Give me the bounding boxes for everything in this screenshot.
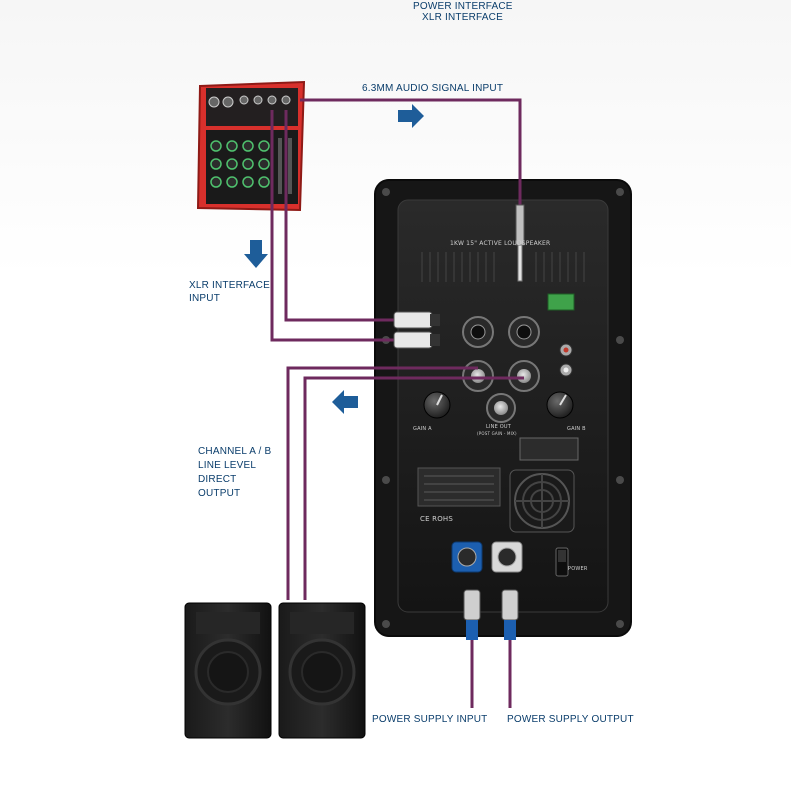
channel-ab-label-line4: OUTPUT	[198, 488, 241, 499]
power-interface-label: POWER INTERFACE	[413, 1, 513, 12]
line-out-label: LINE OUT	[486, 424, 511, 430]
signal-cables	[270, 98, 524, 708]
terminal-block	[547, 293, 575, 311]
cooling-fan	[509, 469, 575, 533]
rca-jacks	[559, 343, 573, 377]
line-out-sub-label: (POST GAIN - MIX)	[477, 431, 517, 436]
arrow-left-icon	[332, 390, 358, 414]
jack-plug	[515, 204, 525, 282]
module-title: 1KW 15" ACTIVE LOUDSPEAKER	[450, 240, 551, 247]
channel-ab-label-line1: CHANNEL A / B	[198, 446, 272, 457]
channel-ab-label-line3: DIRECT	[198, 474, 237, 485]
power-supply-output-label: POWER SUPPLY OUTPUT	[507, 714, 634, 725]
xlr-interface-input-label-line2: INPUT	[189, 293, 220, 304]
xlr-input-plugs	[393, 311, 440, 349]
power-switch-label: POWER	[568, 566, 588, 572]
gain-b-label: GAIN B	[567, 426, 586, 432]
xlr-interface-label: XLR INTERFACE	[422, 12, 503, 23]
arrow-down-icon	[244, 240, 268, 268]
speaker-cabinets	[184, 602, 366, 739]
spec-table	[519, 437, 579, 461]
power-supply-input-label: POWER SUPPLY INPUT	[372, 714, 488, 725]
gain-a-label: GAIN A	[413, 426, 432, 432]
gain-knobs	[423, 391, 574, 419]
mixer-console	[196, 80, 306, 212]
channel-ab-label-line2: LINE LEVEL	[198, 460, 257, 471]
heatsink-fins	[421, 252, 585, 282]
audio-signal-input-label: 6.3MM AUDIO SIGNAL INPUT	[362, 83, 504, 94]
arrow-right-icon	[398, 104, 424, 128]
powercon-connectors	[451, 541, 523, 573]
ce-mark: CE RoHS	[420, 515, 454, 523]
amplifier-module	[374, 179, 632, 637]
xlr-interface-input-label-line1: XLR INTERFACE	[189, 280, 270, 291]
mounting-screws	[382, 188, 624, 628]
xlr-combo-jacks	[462, 316, 540, 423]
power-plugs	[463, 589, 519, 640]
